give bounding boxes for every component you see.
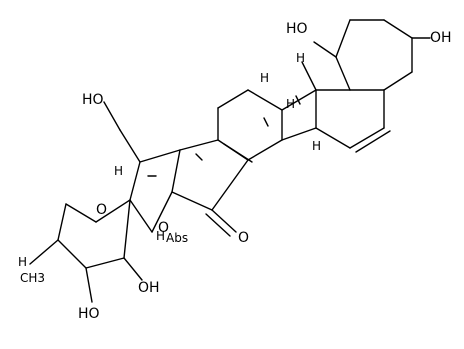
h-c10-label: H: [296, 51, 305, 65]
oh-c23-label: OH: [138, 280, 160, 296]
ring-b: [301, 61, 391, 153]
ch3-c27-label: CH3: [20, 271, 45, 285]
h-c9-label: H: [260, 71, 269, 85]
h-c25-label: H: [18, 255, 27, 269]
ring-f: [29, 199, 143, 303]
o-ketone-label: O: [238, 230, 249, 246]
o-pyran-label: O: [96, 202, 107, 218]
ring-d: [171, 139, 249, 237]
o-furan-label: O: [158, 220, 169, 236]
h-c17-label: H: [114, 164, 123, 178]
h-c16-label: H: [156, 229, 165, 243]
stereo-hashes: [147, 95, 301, 177]
ring-a: [313, 19, 431, 91]
abs-label: Abs: [166, 231, 188, 245]
oh-c1-label: HO: [286, 21, 308, 37]
oh-c24-label: HO: [78, 306, 100, 322]
oh-c3-label: OH: [430, 30, 452, 46]
ho-c21-label: HO: [82, 92, 104, 108]
ring-e: [103, 101, 181, 233]
h-c8-label: H: [286, 97, 295, 111]
ring-c: [217, 89, 317, 163]
h-c14-label: H: [312, 139, 321, 153]
